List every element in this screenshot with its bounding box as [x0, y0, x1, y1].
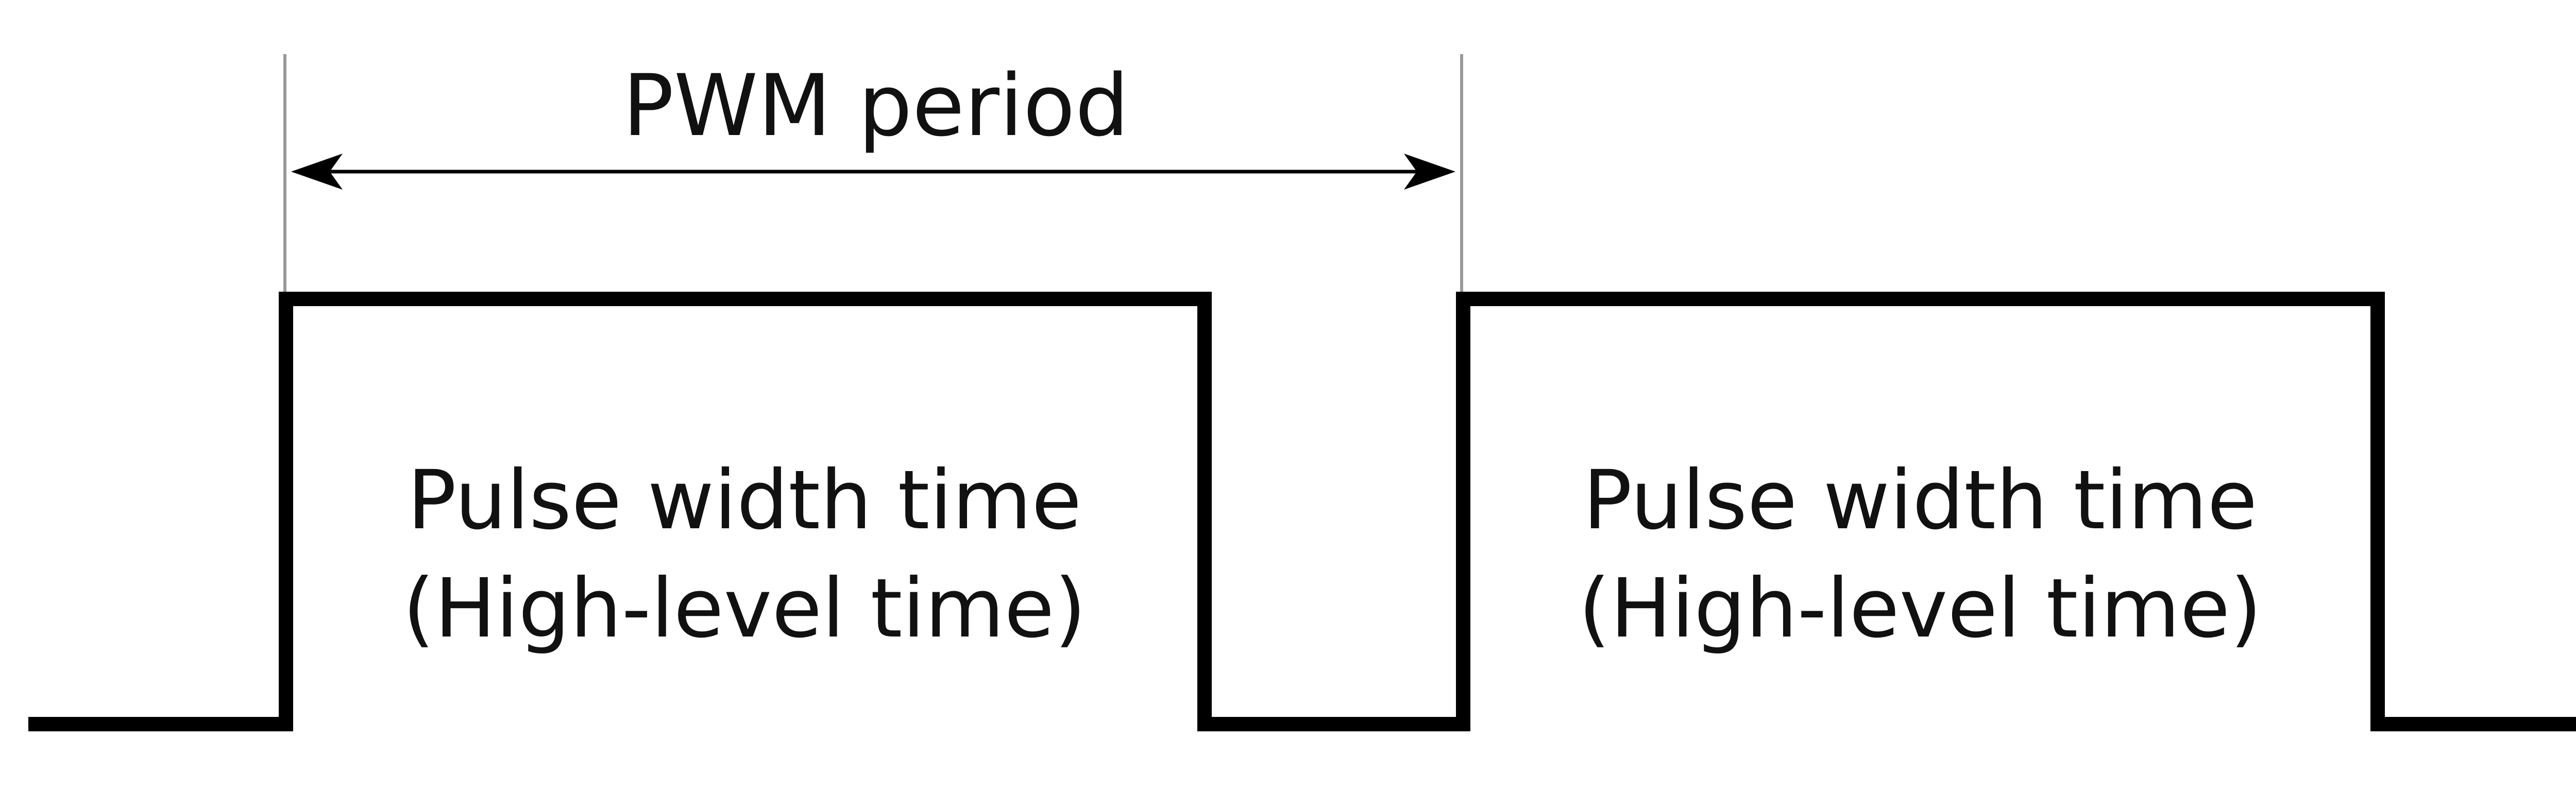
pulse-label-2-line2: (High-level time)	[1579, 561, 2262, 656]
pulse-label-1-line2: (High-level time)	[403, 561, 1086, 656]
period-arrow-right-head	[1404, 154, 1455, 190]
period-label: PWM period	[622, 56, 1129, 155]
pulse-label-2-line1: Pulse width time	[1583, 453, 2258, 548]
period-arrow-left-head	[291, 154, 343, 190]
pulse-label-1-line1: Pulse width time	[408, 453, 1082, 548]
pwm-waveform	[28, 292, 2576, 731]
pulse-label-1: Pulse width time (High-level time)	[403, 453, 1086, 656]
pulse-label-2: Pulse width time (High-level time)	[1579, 453, 2262, 656]
